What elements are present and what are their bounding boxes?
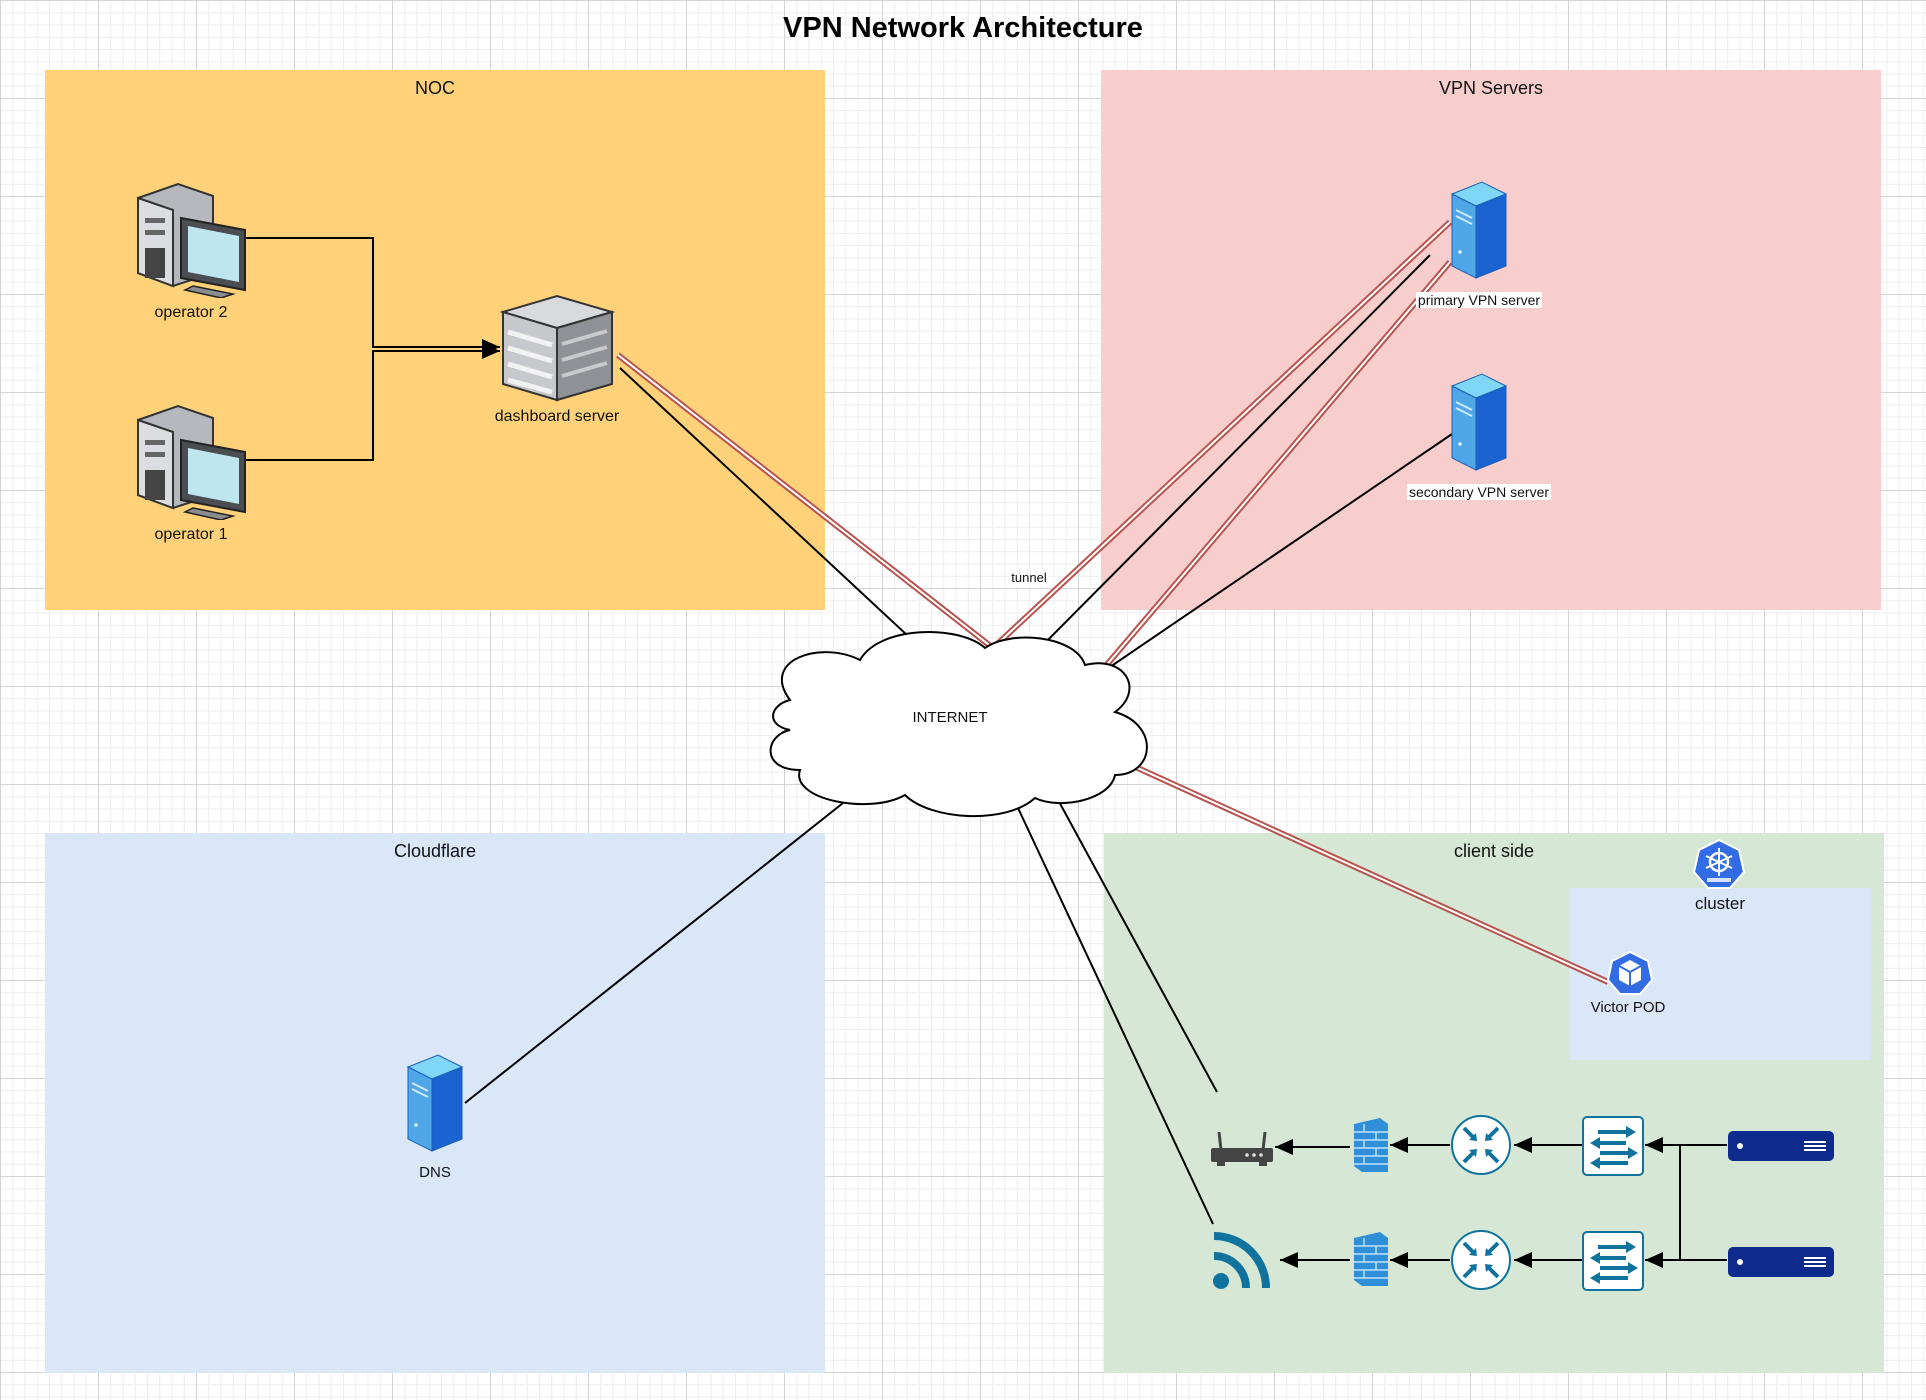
cloudflare-zone-label: Cloudflare — [393, 841, 477, 861]
appliance-2-icon[interactable] — [1727, 1245, 1835, 1279]
victor-pod-label: Victor POD — [1590, 999, 1666, 1016]
wireless-feed-icon[interactable] — [1210, 1230, 1274, 1292]
primary-vpn-server-label: primary VPN server — [1415, 292, 1543, 308]
tunnel-label: tunnel — [1008, 569, 1050, 586]
vpn-servers-zone-label: VPN Servers — [1438, 78, 1544, 98]
dns-server-icon[interactable] — [406, 1053, 464, 1153]
network-router-2-icon[interactable] — [1450, 1229, 1512, 1291]
operator-1-label: operator 1 — [154, 526, 228, 543]
primary-vpn-server-icon[interactable] — [1450, 180, 1508, 280]
internet-label: INTERNET — [912, 709, 988, 726]
victor-pod-icon[interactable] — [1606, 950, 1654, 996]
diagram-title: VPN Network Architecture — [783, 12, 1143, 44]
noc-zone-label: NOC — [415, 78, 455, 98]
cluster-zone-label: cluster — [1694, 894, 1746, 913]
secondary-vpn-server-icon[interactable] — [1450, 372, 1508, 472]
dns-label: DNS — [419, 1164, 451, 1181]
secondary-vpn-server-label: secondary VPN server — [1406, 484, 1552, 500]
operator-2-workstation-icon[interactable] — [133, 178, 251, 298]
operator-2-label: operator 2 — [154, 304, 228, 321]
network-router-1-icon[interactable] — [1450, 1114, 1512, 1176]
network-switch-2-icon[interactable] — [1582, 1231, 1644, 1291]
kubernetes-logo-icon — [1692, 838, 1746, 889]
network-switch-1-icon[interactable] — [1582, 1116, 1644, 1176]
dashboard-server-icon[interactable] — [500, 292, 615, 404]
router-device-icon[interactable] — [1209, 1128, 1275, 1168]
operator-1-workstation-icon[interactable] — [133, 400, 251, 520]
firewall-2-icon[interactable] — [1352, 1230, 1390, 1288]
client-side-zone-label: client side — [1453, 841, 1535, 861]
dashboard-server-label: dashboard server — [494, 408, 620, 425]
firewall-1-icon[interactable] — [1352, 1116, 1390, 1174]
appliance-1-icon[interactable] — [1727, 1129, 1835, 1163]
vpn-servers-zone: VPN Servers — [1101, 70, 1881, 610]
